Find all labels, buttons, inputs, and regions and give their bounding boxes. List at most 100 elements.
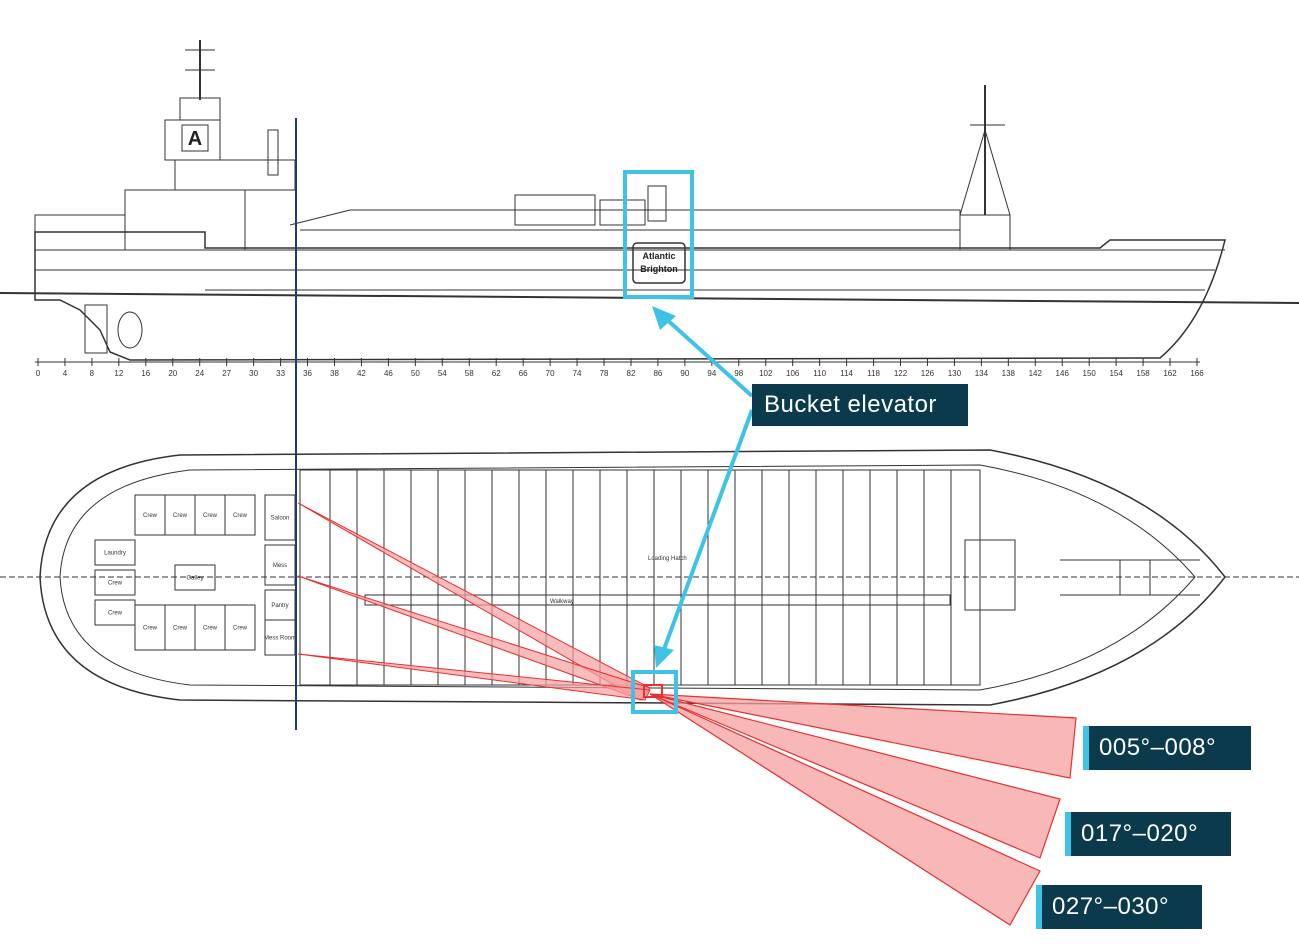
deck-room-label: Mess Room — [264, 636, 296, 642]
deck-room-label: Crew — [173, 513, 188, 519]
frame-number: 0 — [36, 369, 41, 378]
deck-room-label: Crew — [203, 626, 218, 632]
sector-005-008 — [649, 693, 1077, 779]
bearing-sectors — [297, 502, 1077, 926]
deck-room — [174, 564, 216, 591]
funnel-logo-box — [181, 124, 209, 152]
frame-number: 58 — [465, 369, 474, 378]
deck-room-label: Crew — [143, 513, 158, 519]
frame-number: 158 — [1136, 369, 1150, 378]
frame-number: 154 — [1109, 369, 1123, 378]
bucket-elevator-callouts — [623, 170, 754, 714]
bucket-elevator-label: Bucket elevator — [752, 384, 968, 426]
frame-number: 66 — [519, 369, 528, 378]
frame-number: 4 — [63, 369, 68, 378]
deck-house-mid — [514, 194, 596, 226]
plan-hull-outline — [39, 449, 1226, 706]
frame-number: 38 — [330, 369, 339, 378]
bearing-label-text: 027°–030° — [1052, 893, 1170, 920]
frame-number: 54 — [438, 369, 447, 378]
frame-number: 134 — [975, 369, 989, 378]
frame-number: 8 — [90, 369, 95, 378]
frame-number: 70 — [546, 369, 555, 378]
bearing-label-017-020: 017°–020° — [1065, 812, 1231, 856]
frame-number: 78 — [600, 369, 609, 378]
frame-number: 24 — [195, 369, 204, 378]
funnel-letter: A — [188, 128, 202, 150]
frame-number: 86 — [653, 369, 662, 378]
elevator-tower — [647, 185, 667, 222]
fore-deck-house — [959, 214, 1011, 251]
elevator-highlight-plan — [631, 670, 678, 714]
bearing-label-text: 017°–020° — [1081, 820, 1199, 847]
deck-room-label: Galley — [186, 576, 203, 582]
sightline-aft-upper — [297, 502, 651, 701]
deck-room — [94, 569, 136, 596]
frame-number: 138 — [1002, 369, 1016, 378]
callout-arrowhead-plan — [654, 645, 674, 668]
frame-number: 126 — [921, 369, 935, 378]
deck-room-label: Crew — [108, 611, 123, 617]
deck-room-label: Crew — [203, 513, 218, 519]
accommodation-block — [124, 189, 246, 251]
deck-room — [94, 599, 136, 626]
ship-name-line-1: Atlantic — [642, 251, 675, 261]
frame-number: 12 — [114, 369, 123, 378]
frame-number: 106 — [786, 369, 800, 378]
deck-room-label: Crew — [108, 581, 123, 587]
bearing-label-accent — [1036, 885, 1042, 929]
frame-number: 94 — [707, 369, 716, 378]
frame-number: 74 — [573, 369, 582, 378]
rudder — [84, 304, 108, 354]
bearing-label-accent — [1083, 726, 1089, 770]
frame-number: 20 — [168, 369, 177, 378]
frame-number: 130 — [948, 369, 962, 378]
deck-room-label: Crew — [233, 513, 248, 519]
frame-number: 42 — [357, 369, 366, 378]
deck-room-label: Crew — [143, 626, 158, 632]
deck-room — [94, 539, 136, 566]
frame-number: 150 — [1083, 369, 1097, 378]
sector-017-020 — [649, 693, 1061, 859]
frame-number: 142 — [1029, 369, 1043, 378]
frame-number: 30 — [249, 369, 258, 378]
deck-house-elevator — [599, 199, 646, 226]
frame-number: 146 — [1056, 369, 1070, 378]
deck-room-label: Crew — [233, 626, 248, 632]
walkway-label: Walkway — [550, 599, 574, 605]
forecastle-house — [964, 539, 1016, 611]
deck-room-label: Crew — [173, 626, 188, 632]
plan-deck-edge — [59, 464, 1196, 691]
frame-number: 98 — [734, 369, 743, 378]
ship-name-line-2: Brighton — [640, 264, 678, 274]
sector-027-030 — [649, 693, 1041, 926]
frame-number: 82 — [627, 369, 636, 378]
frame-number: 118 — [867, 369, 880, 378]
frame-number: 27 — [222, 369, 231, 378]
frame-number: 33 — [276, 369, 285, 378]
deck-room — [224, 604, 256, 651]
frame-number: 90 — [680, 369, 689, 378]
elevator-highlight-profile — [623, 170, 694, 299]
deck-room-label: Mess — [273, 563, 287, 569]
frame-number: 46 — [384, 369, 393, 378]
deck-room — [224, 494, 256, 536]
frame-number: 102 — [759, 369, 773, 378]
callout-arrowhead-profile — [652, 306, 676, 330]
frame-number: 162 — [1163, 369, 1177, 378]
frame-number: 166 — [1190, 369, 1204, 378]
deck-room-label: Pantry — [271, 603, 288, 609]
frame-number: 122 — [894, 369, 908, 378]
exhaust-stack — [267, 129, 279, 176]
loading-hatch-label: Loading Hatch — [648, 556, 687, 562]
bearing-label-text: 005°–008° — [1099, 734, 1217, 761]
bearing-label-005-008: 005°–008° — [1083, 726, 1251, 770]
bearing-label-accent — [1065, 812, 1071, 856]
frame-number: 50 — [411, 369, 420, 378]
bucket-elevator-label-text: Bucket elevator — [764, 391, 937, 418]
